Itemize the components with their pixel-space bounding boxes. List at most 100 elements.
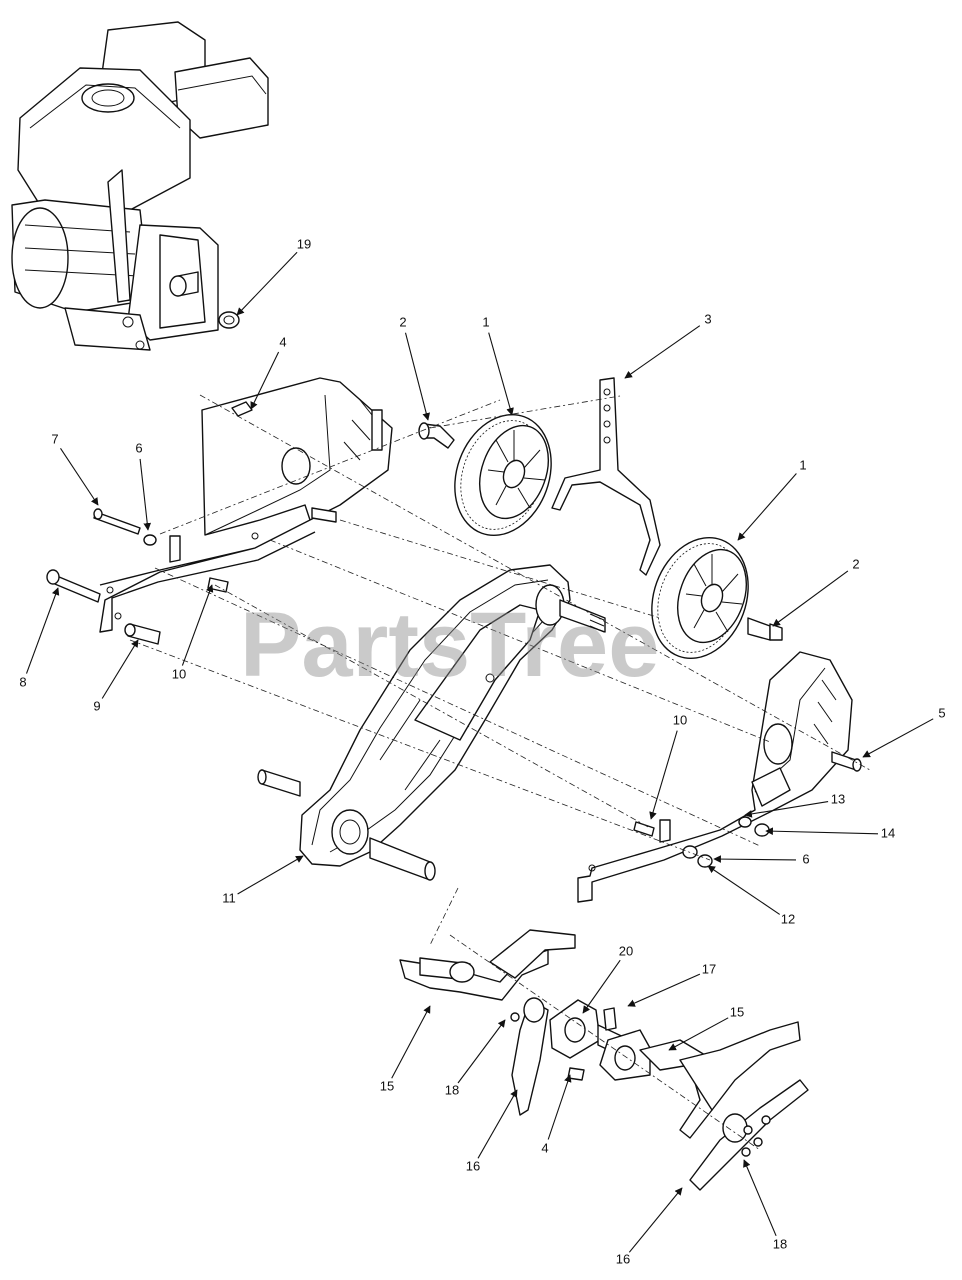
- leader-arrow: [707, 865, 781, 915]
- leader-arrow: [101, 639, 139, 699]
- callout-9: 9: [93, 639, 139, 713]
- leader-arrow: [60, 447, 99, 506]
- callout-4: 4: [250, 334, 287, 410]
- wheel-1-lower: [651, 536, 749, 660]
- leader-arrow: [744, 801, 829, 818]
- leader-arrow: [139, 458, 152, 531]
- callout-15: 15: [668, 1004, 744, 1051]
- callout-number: 18: [773, 1236, 787, 1251]
- leader-arrow: [772, 570, 849, 627]
- callout-number: 10: [172, 666, 186, 681]
- callout-number: 2: [852, 556, 859, 571]
- axle-bolts-2: [418, 422, 783, 641]
- left-side-frame: [99, 377, 393, 633]
- callout-1: 1: [482, 314, 514, 416]
- leader-arrow: [743, 1159, 777, 1237]
- callout-10: 10: [649, 712, 687, 820]
- callout-number: 1: [799, 457, 806, 472]
- callout-16: 16: [616, 1187, 683, 1266]
- callout-number: 16: [466, 1158, 480, 1173]
- leader-arrow: [765, 827, 879, 836]
- callout-12: 12: [707, 865, 795, 926]
- callout-number: 15: [730, 1004, 744, 1019]
- callout-3: 3: [624, 311, 712, 379]
- leader-arrow: [237, 855, 304, 895]
- leader-arrow: [737, 473, 797, 541]
- callout-10: 10: [172, 584, 214, 681]
- callout-18: 18: [743, 1159, 787, 1251]
- callout-8: 8: [19, 587, 60, 689]
- callout-4: 4: [541, 1074, 572, 1155]
- leader-arrow: [649, 730, 678, 820]
- callout-number: 6: [135, 440, 142, 455]
- leader-arrow: [862, 718, 934, 758]
- assembly-center-lines: [129, 394, 871, 1151]
- callout-number: 12: [781, 911, 795, 926]
- leader-arrow: [582, 959, 621, 1014]
- callout-number: 17: [702, 961, 716, 976]
- callout-number: 9: [93, 698, 100, 713]
- callout-14: 14: [765, 825, 895, 840]
- callout-number: 16: [616, 1251, 630, 1266]
- callout-number: 5: [938, 705, 945, 720]
- leader-arrow: [628, 1187, 683, 1253]
- callout-number: 2: [399, 314, 406, 329]
- callout-17: 17: [627, 961, 716, 1007]
- callout-number: 15: [380, 1078, 394, 1093]
- callout-5: 5: [862, 705, 946, 758]
- leader-arrow: [25, 587, 60, 674]
- leader-arrow: [404, 332, 430, 421]
- callout-number: 1: [482, 314, 489, 329]
- callout-number: 7: [51, 431, 58, 446]
- callout-number: 6: [802, 851, 809, 866]
- callout-number: 14: [881, 825, 895, 840]
- transmission-housing-11: [257, 564, 606, 881]
- leader-arrow: [624, 325, 701, 379]
- callout-1: 1: [737, 457, 807, 541]
- callout-2: 2: [399, 314, 430, 421]
- leader-arrow: [477, 1089, 518, 1159]
- leader-arrow: [668, 1017, 729, 1051]
- callout-number: 10: [673, 712, 687, 727]
- callout-6: 6: [713, 851, 810, 866]
- callout-number: 3: [704, 311, 711, 326]
- callout-13: 13: [744, 791, 845, 818]
- callout-2: 2: [772, 556, 860, 627]
- leader-arrow: [627, 973, 701, 1007]
- callout-number: 8: [19, 674, 26, 689]
- callout-number: 13: [831, 791, 845, 806]
- callout-number: 20: [619, 943, 633, 958]
- callout-number: 4: [279, 334, 286, 349]
- spacer-19: [218, 311, 240, 329]
- pin-4-top: [231, 401, 253, 417]
- left-hardware: [46, 508, 229, 645]
- callout-number: 4: [541, 1140, 548, 1155]
- callout-number: 19: [297, 236, 311, 251]
- callout-20: 20: [582, 943, 633, 1014]
- callout-15: 15: [380, 1005, 431, 1093]
- leader-arrow: [250, 351, 280, 410]
- leader-arrow: [488, 332, 514, 416]
- callout-layer: 1122344566789101011121314151516161718181…: [19, 236, 945, 1266]
- callout-19: 19: [236, 236, 311, 316]
- leader-arrow: [457, 1019, 506, 1084]
- wheel-bracket-3: [551, 377, 661, 576]
- leader-arrow: [547, 1074, 572, 1140]
- callout-16: 16: [466, 1089, 518, 1173]
- callout-7: 7: [51, 431, 99, 506]
- leader-arrow: [181, 584, 214, 666]
- watermark-text: PartsTree: [240, 594, 659, 696]
- tine-assembly: [399, 929, 809, 1191]
- callout-18: 18: [445, 1019, 506, 1097]
- callout-number: 18: [445, 1082, 459, 1097]
- callout-11: 11: [222, 855, 304, 905]
- leader-arrow: [713, 855, 797, 863]
- callout-6: 6: [135, 440, 152, 531]
- engine-assembly: [11, 21, 269, 351]
- callout-number: 11: [222, 890, 236, 905]
- leader-arrow: [236, 251, 298, 316]
- leader-arrow: [391, 1005, 431, 1079]
- wheel-1-upper: [454, 413, 552, 537]
